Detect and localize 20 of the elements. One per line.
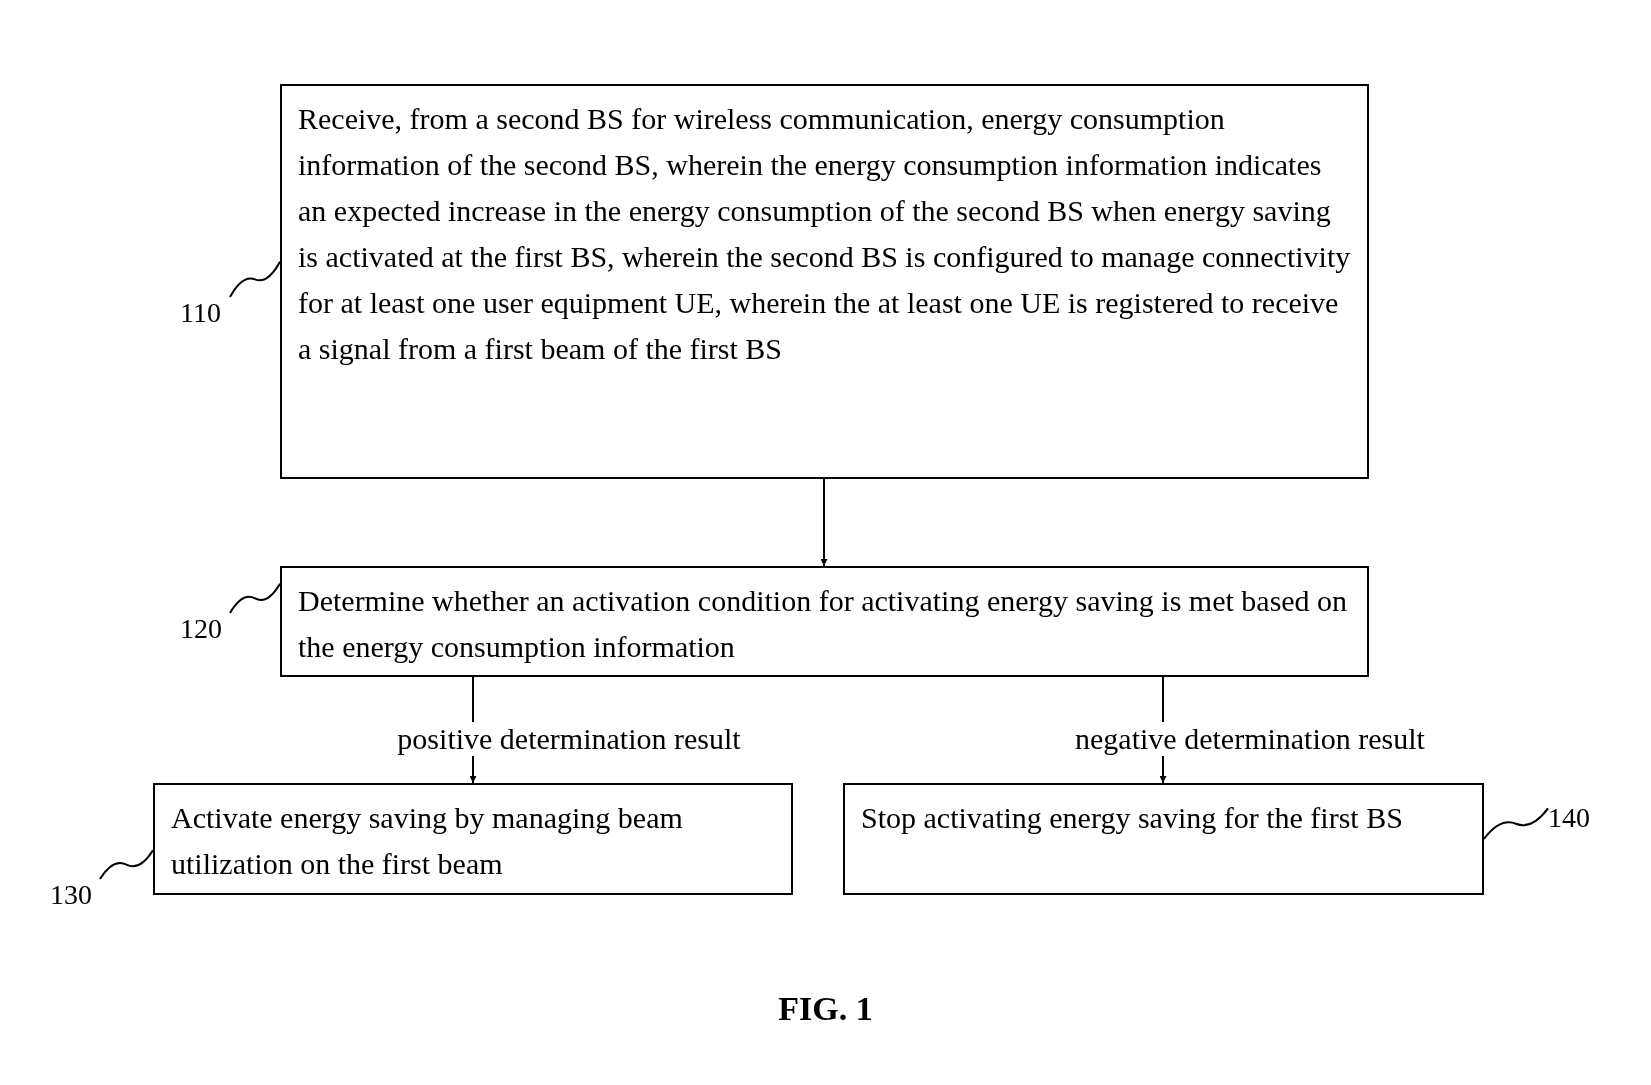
reference-number: 140	[1548, 802, 1591, 834]
figure-caption: FIG. 1	[778, 990, 873, 1027]
edge-label: negative determination result	[1075, 722, 1425, 756]
leader-line	[229, 582, 281, 614]
step-text: Activate energy saving by managing beam utilization on the first beam	[171, 800, 684, 882]
reference-number: 130	[50, 879, 93, 911]
process-box	[153, 783, 793, 895]
leader-line	[229, 260, 281, 298]
process-box	[843, 783, 1484, 895]
edge-label: positive determination result	[397, 722, 741, 756]
process-box	[280, 566, 1369, 677]
leader-line	[99, 849, 154, 880]
step-text: Stop activating energy saving for the first BS	[861, 800, 1404, 836]
step-text: Receive, from a second BS for wireless communication, energy consumption information of the second BS, wherein the energy consumption information indicates an expected increase in the energy consumption of the second BS when energy saving is activated at the first BS, wherein the second BS is configured to manage connectivity for at least one user equipment UE, wherein the at least one UE is registered to receive a signal from a first beam of the first BS	[298, 101, 1351, 367]
process-box	[280, 84, 1369, 479]
reference-number: 120	[180, 613, 223, 645]
leader-line	[1483, 807, 1549, 840]
step-text: Determine whether an activation condition for activating energy saving is met based on the energy consumption information	[298, 583, 1349, 665]
reference-number: 110	[180, 297, 222, 329]
arrow	[820, 478, 828, 567]
